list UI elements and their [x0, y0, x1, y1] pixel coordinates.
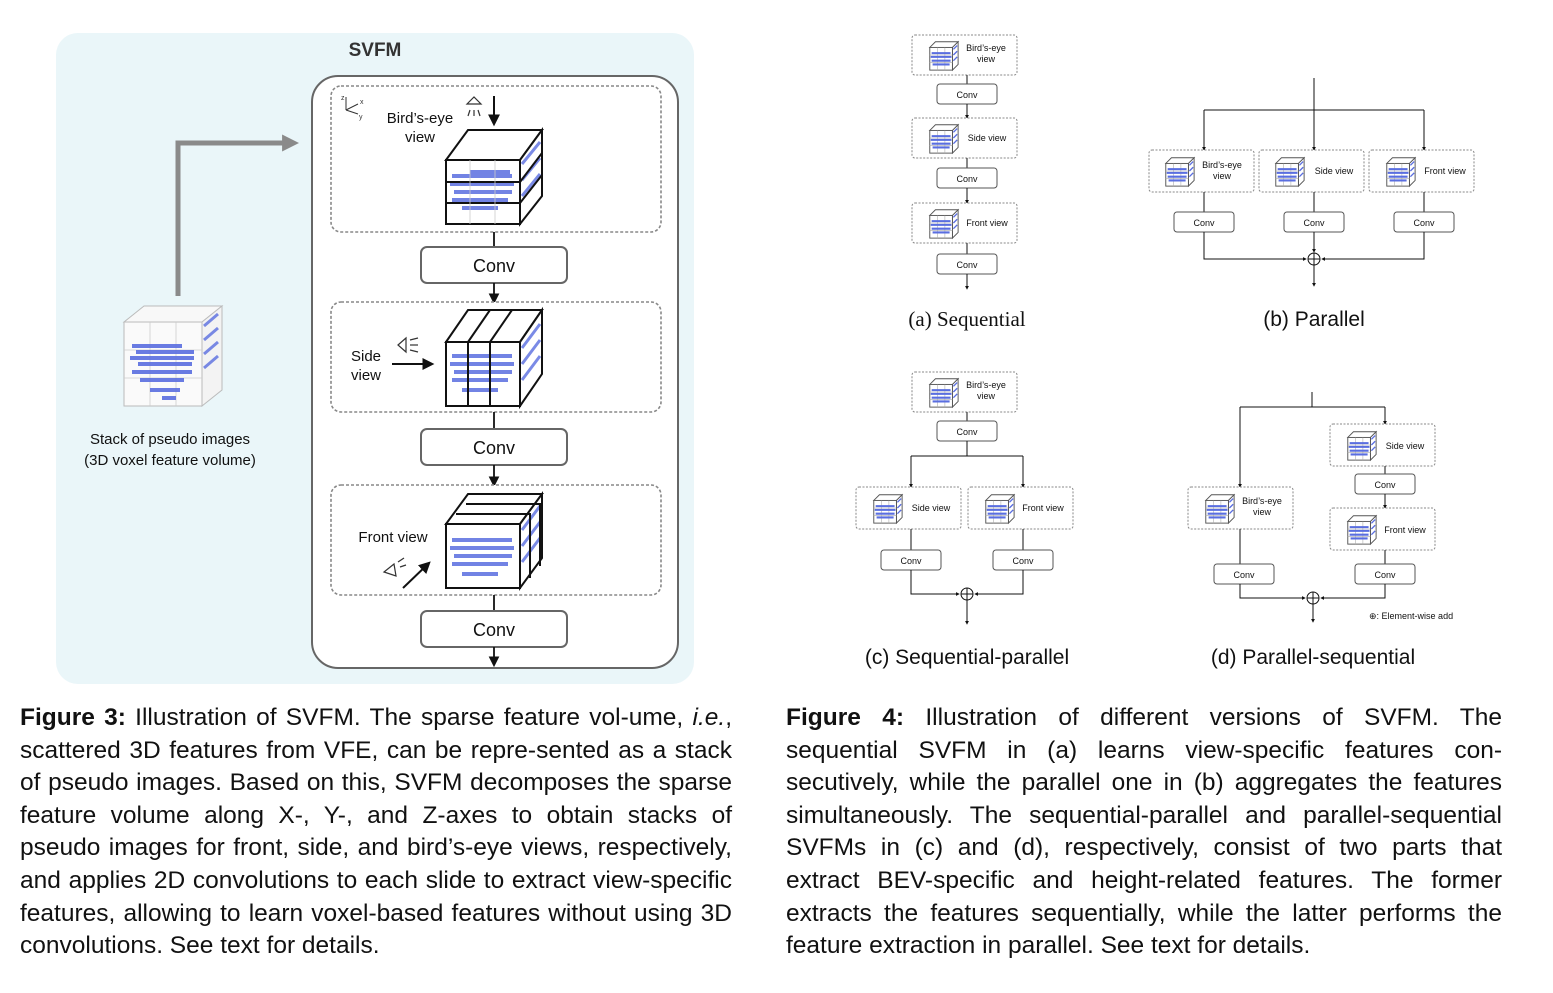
stack-label-line2: (3D voxel feature volume) [84, 452, 256, 469]
figure-3-caption: Figure 3: Illustration of SVFM. The spar… [20, 702, 732, 963]
axis-z-label: z [341, 95, 345, 102]
figure-3-caption-text-2: , scattered 3D features from VFE, can be… [20, 704, 732, 960]
svg-text:Conv: Conv [1193, 218, 1215, 228]
svg-text:view: view [977, 54, 996, 64]
side-label-line1: Side [351, 348, 381, 365]
front-label: Front view [358, 529, 427, 546]
diagram-sequential: Bird’s-eye view Conv Side view Conv Fron… [908, 34, 1026, 331]
svg-text:Side view: Side view [912, 503, 951, 513]
svg-text:Bird’s-eye: Bird’s-eye [966, 380, 1006, 390]
bev-voxel-cube-icon [444, 126, 544, 227]
figure-4-caption-label: Figure 4: [786, 704, 905, 731]
element-wise-add-legend: ⊕: Element-wise add [1369, 611, 1453, 621]
conv-label-3: Conv [473, 620, 515, 640]
diagram-sequential-parallel: Bird’s-eye view Conv Side view Front vie… [855, 371, 1074, 669]
c-bev-node [911, 371, 1018, 413]
subcaption-a: (a) Sequential [908, 307, 1025, 331]
front-voxel-cube-icon [444, 490, 544, 592]
figure-3-caption-text-1: Illustration of SVFM. The sparse feature… [125, 704, 693, 731]
svg-text:Front view: Front view [1022, 503, 1064, 513]
svg-text:Conv: Conv [956, 260, 978, 270]
figures-canvas: SVFM Stack of pseudo images (3D voxel fe… [56, 33, 1475, 684]
subcaption-b: (b) Parallel [1263, 308, 1365, 331]
side-label-line2: view [351, 367, 381, 384]
front-view-arrow [402, 561, 431, 589]
svg-text:Front view: Front view [1384, 525, 1426, 535]
svg-text:Bird’s-eye: Bird’s-eye [1202, 160, 1242, 170]
figure-4: Bird’s-eye view Conv Side view Conv Fron… [855, 34, 1475, 669]
svg-text:Conv: Conv [1303, 218, 1325, 228]
svg-text:Side view: Side view [1386, 441, 1425, 451]
conv-label-1: Conv [473, 256, 515, 276]
svg-text:Front view: Front view [966, 218, 1008, 228]
subcaption-c: (c) Sequential-parallel [865, 646, 1069, 669]
svg-text:Side view: Side view [968, 133, 1007, 143]
figure-3-caption-label: Figure 3: [20, 704, 126, 731]
svg-text:Conv: Conv [900, 556, 922, 566]
eye-icon [465, 96, 483, 117]
svg-text:Conv: Conv [1374, 570, 1396, 580]
svg-text:Side view: Side view [1315, 166, 1354, 176]
svg-text:Conv: Conv [956, 427, 978, 437]
bev-label-line2: view [405, 129, 435, 146]
stack-label-line1: Stack of pseudo images [90, 431, 250, 448]
front-eye-icon [382, 557, 407, 577]
b-bev-node [1148, 149, 1255, 193]
diagram-parallel: Bird’s-eye view Side view Front view Con… [1148, 78, 1475, 331]
axis-x-label: x [360, 99, 364, 106]
bev-label-line1: Bird’s-eye [387, 110, 453, 127]
figure-3: SVFM Stack of pseudo images (3D voxel fe… [56, 33, 694, 684]
svg-text:Bird’s-eye: Bird’s-eye [1242, 496, 1282, 506]
figure-4-caption: Figure 4: Illustration of different vers… [786, 702, 1502, 963]
side-eye-icon [397, 336, 419, 354]
svg-text:Conv: Conv [1413, 218, 1435, 228]
svg-text:Conv: Conv [956, 90, 978, 100]
svg-text:Conv: Conv [956, 174, 978, 184]
side-voxel-cube-icon [444, 306, 544, 410]
a-bev-node [911, 34, 1018, 76]
svg-text:Front view: Front view [1424, 166, 1466, 176]
svfm-title: SVFM [349, 40, 402, 61]
conv-label-2: Conv [473, 438, 515, 458]
svg-text:view: view [1213, 171, 1232, 181]
svg-text:Conv: Conv [1233, 570, 1255, 580]
svg-text:view: view [1253, 507, 1272, 517]
svg-text:view: view [977, 391, 996, 401]
figure-4-caption-text: Illustration of different versions of SV… [786, 704, 1502, 960]
figure-3-caption-ie: i.e. [692, 704, 726, 731]
subcaption-d: (d) Parallel-sequential [1211, 646, 1415, 669]
d-bev-node [1187, 486, 1294, 530]
svg-text:Conv: Conv [1012, 556, 1034, 566]
input-voxel-stack-icon [122, 304, 224, 408]
input-arrow [175, 134, 300, 296]
svg-text:Bird’s-eye: Bird’s-eye [966, 43, 1006, 53]
axes-icon [345, 97, 359, 115]
svg-text:Conv: Conv [1374, 480, 1396, 490]
axis-y-label: y [359, 114, 363, 121]
diagram-parallel-sequential: Side view Conv Front view Bird’s-eye vie… [1187, 392, 1453, 669]
